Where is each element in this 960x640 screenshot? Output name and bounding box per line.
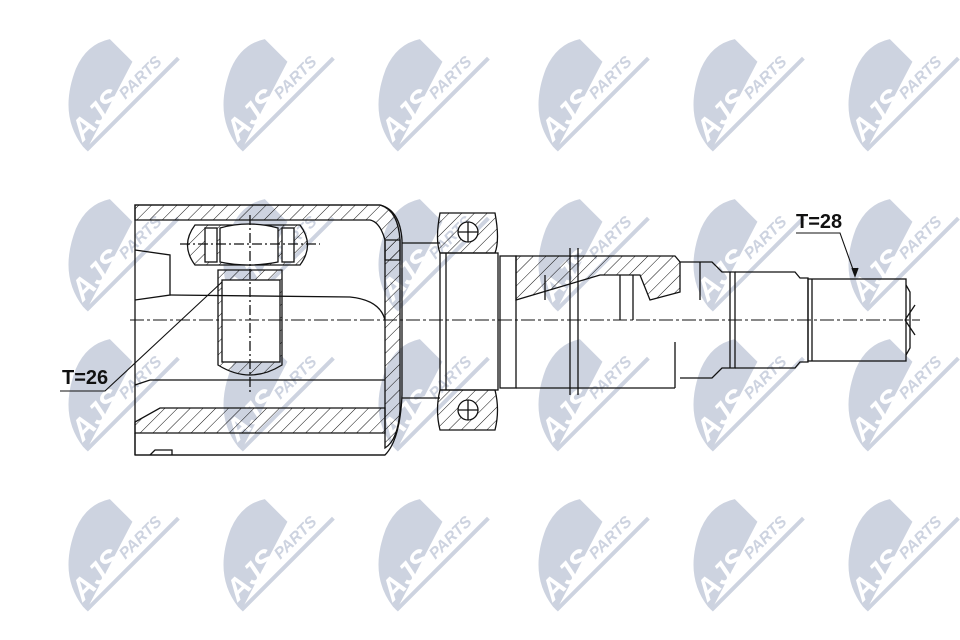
- shaft-section: [499, 248, 681, 395]
- leader-t28: [796, 232, 856, 276]
- leader-t26: [60, 281, 223, 392]
- tripod-roller: [180, 215, 320, 395]
- bearing-ring: [402, 212, 499, 431]
- label-t26: T=26: [62, 367, 108, 389]
- joint-housing: [134, 204, 403, 456]
- label-t28: T=28: [796, 211, 842, 233]
- output-shaft: [680, 261, 916, 379]
